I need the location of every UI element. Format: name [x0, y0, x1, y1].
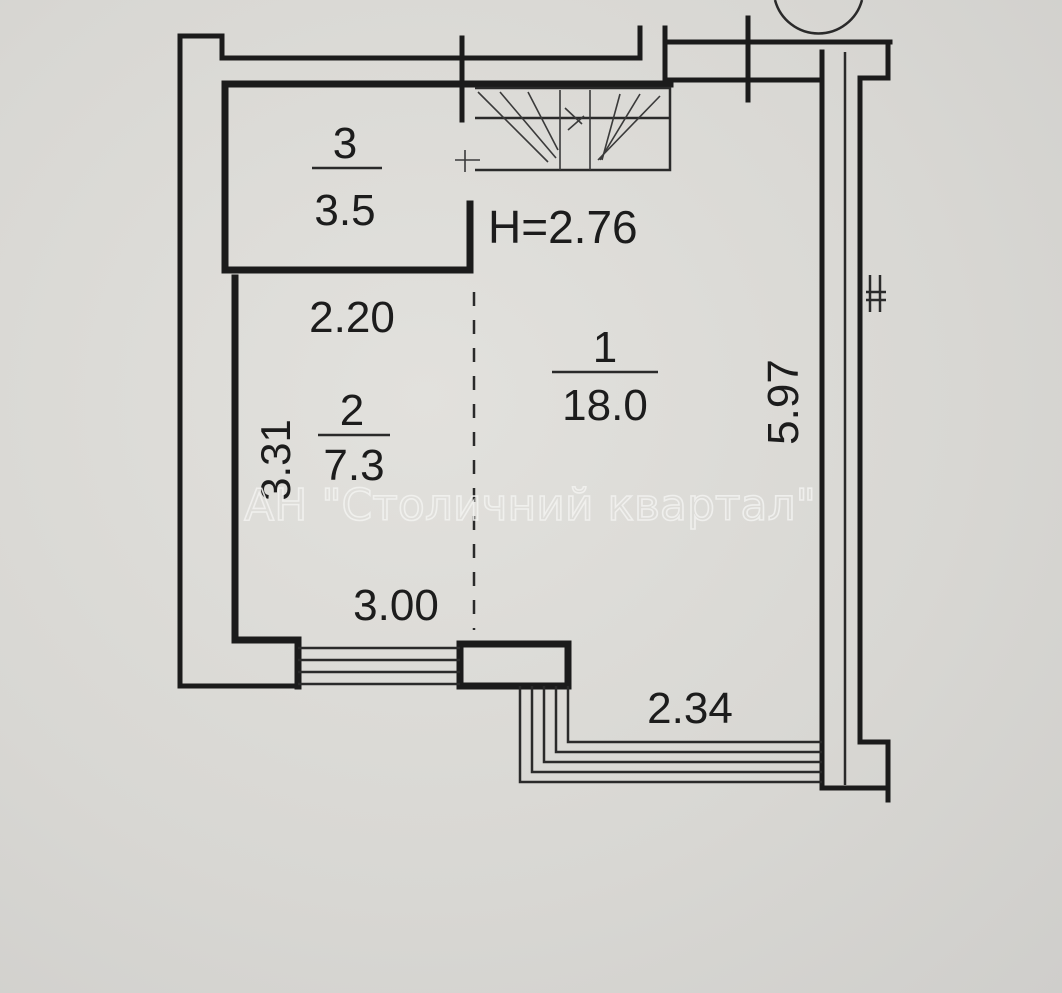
room-2-area: 7.3 — [323, 441, 384, 490]
dimension-right-height: 5.97 — [759, 359, 808, 445]
watermark-text: АН "Столичний квартал" — [244, 480, 816, 531]
room-1-number: 1 — [593, 323, 617, 372]
dimension-top-left-width: 2.20 — [309, 293, 395, 342]
room-1-area: 18.0 — [562, 381, 648, 430]
staircase — [455, 86, 672, 172]
room-3-number: 3 — [333, 119, 357, 168]
room-3-area: 3.5 — [314, 186, 375, 235]
room-3-walls — [221, 80, 674, 274]
ceiling-height: H=2.76 — [488, 201, 638, 253]
compass-mark — [773, 0, 864, 35]
dimension-left-height: 3.31 — [252, 419, 299, 501]
outer-walls — [177, 25, 893, 803]
right-wall-marks — [866, 275, 886, 312]
dimension-balcony-width: 2.34 — [647, 684, 733, 733]
balcony-outline — [518, 686, 822, 784]
dimension-bottom-left-width: 3.00 — [353, 581, 439, 630]
room-2-number: 2 — [340, 386, 364, 435]
